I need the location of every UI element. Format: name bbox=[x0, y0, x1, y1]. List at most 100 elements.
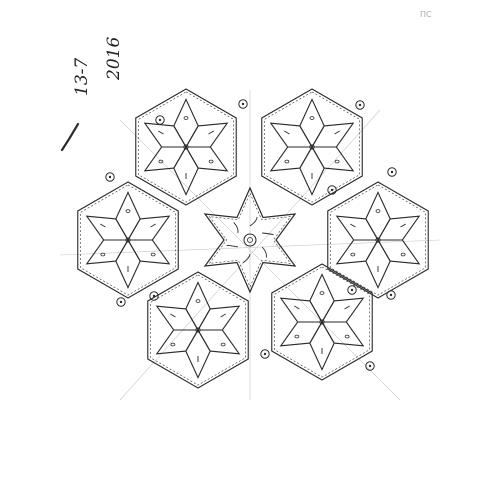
petal-dot bbox=[309, 116, 315, 120]
pulli-dot-core bbox=[389, 293, 393, 297]
petal-dot bbox=[294, 334, 300, 339]
star-curl bbox=[233, 222, 239, 234]
pulli-dot bbox=[238, 99, 248, 109]
pulli-dot bbox=[105, 172, 115, 182]
rosette-hexagon-inner bbox=[329, 184, 427, 296]
rosette-5 bbox=[147, 271, 249, 389]
petal-dot bbox=[195, 299, 201, 303]
star-center-ring bbox=[243, 233, 257, 247]
petal-dash bbox=[158, 130, 164, 135]
petal-diamond bbox=[311, 122, 355, 148]
petal-dot bbox=[319, 291, 325, 295]
pulli-dot bbox=[116, 297, 126, 307]
rosette-center bbox=[319, 319, 325, 325]
pulli-dot bbox=[347, 285, 357, 295]
petal-dash bbox=[208, 130, 214, 135]
petal-diamond bbox=[173, 145, 199, 196]
petal-dash bbox=[284, 130, 290, 135]
star-center-dot bbox=[247, 237, 253, 243]
petal-dash bbox=[100, 223, 106, 228]
petal-dash bbox=[294, 305, 300, 310]
pulli-dot-core bbox=[368, 364, 372, 368]
pulli-dot bbox=[387, 167, 397, 177]
rosette-center bbox=[183, 144, 189, 150]
petal-diamond bbox=[299, 98, 325, 149]
rosette-center bbox=[309, 144, 315, 150]
rosette-hexagon bbox=[77, 181, 179, 299]
petal-dot bbox=[208, 159, 214, 164]
petal-dot bbox=[334, 159, 340, 164]
petal-diamond bbox=[279, 321, 323, 347]
star-outline-inner bbox=[208, 192, 292, 288]
rosette-center bbox=[195, 327, 201, 333]
petal-dot bbox=[350, 252, 356, 257]
star-curl bbox=[262, 232, 274, 236]
pulli-dot bbox=[365, 361, 375, 371]
petal-diamond bbox=[185, 328, 211, 379]
pulli-dot-core bbox=[152, 294, 156, 298]
rosette-hexagon bbox=[261, 88, 363, 206]
rosette-hexagon-inner bbox=[273, 266, 371, 378]
pulli-dots bbox=[105, 99, 397, 371]
petal-diamond bbox=[115, 238, 141, 289]
rosette-hexagon bbox=[327, 181, 429, 299]
petal-diamond bbox=[127, 215, 171, 241]
rosette-hexagon bbox=[147, 271, 249, 389]
pulli-dot bbox=[260, 349, 270, 359]
petal-diamond bbox=[173, 98, 199, 149]
star-curl bbox=[242, 253, 251, 264]
petal-diamond bbox=[269, 122, 313, 148]
petal-dot bbox=[150, 252, 156, 257]
pulli-dot-core bbox=[350, 288, 354, 292]
petal-dash bbox=[334, 130, 340, 135]
petal-dot bbox=[220, 342, 226, 347]
star-curl bbox=[226, 244, 239, 248]
petal-dot bbox=[170, 342, 176, 347]
petal-diamond bbox=[185, 146, 229, 172]
rosette-center bbox=[125, 237, 131, 243]
pulli-dot-core bbox=[390, 170, 394, 174]
pulli-dot-core bbox=[330, 188, 334, 192]
petal-diamond bbox=[115, 191, 141, 242]
petal-diamond bbox=[143, 122, 187, 148]
rosette-hexagon-inner bbox=[263, 91, 361, 203]
rosette-hexagon bbox=[271, 263, 373, 381]
petal-diamond bbox=[335, 215, 379, 241]
petal-diamond bbox=[309, 273, 335, 324]
petal-dot bbox=[375, 209, 381, 213]
petal-diamond bbox=[85, 239, 129, 265]
petal-diamond bbox=[321, 297, 365, 323]
petal-diamond bbox=[309, 320, 335, 371]
petal-dot bbox=[158, 159, 164, 164]
petal-dot bbox=[284, 159, 290, 164]
star-outline bbox=[203, 186, 297, 294]
petal-dash bbox=[170, 313, 176, 318]
petal-diamond bbox=[197, 329, 241, 355]
star-curl bbox=[261, 246, 267, 258]
petal-diamond bbox=[311, 146, 355, 172]
pulli-dot-core bbox=[263, 352, 267, 356]
rosette-6 bbox=[271, 263, 373, 381]
petal-diamond bbox=[365, 238, 391, 289]
petal-dash bbox=[220, 313, 226, 318]
pulli-dot-core bbox=[158, 118, 162, 122]
petal-diamond bbox=[85, 215, 129, 241]
pulli-dot bbox=[149, 291, 159, 301]
construction-lines bbox=[59, 90, 441, 401]
rosette-hexagon-inner bbox=[137, 91, 235, 203]
pulli-dot-core bbox=[358, 103, 362, 107]
petal-dash bbox=[350, 223, 356, 228]
center-star-motif bbox=[203, 186, 297, 294]
pulli-dot-core bbox=[241, 102, 245, 106]
rosette-3 bbox=[77, 181, 179, 299]
rosette-hexagon-inner bbox=[149, 274, 247, 386]
corner-mark: ПС bbox=[420, 10, 432, 19]
petal-dot bbox=[344, 334, 350, 339]
pulli-dot bbox=[327, 185, 337, 195]
petal-diamond bbox=[197, 305, 241, 331]
petal-dot bbox=[125, 209, 131, 213]
petal-diamond bbox=[185, 122, 229, 148]
petal-diamond bbox=[269, 146, 313, 172]
